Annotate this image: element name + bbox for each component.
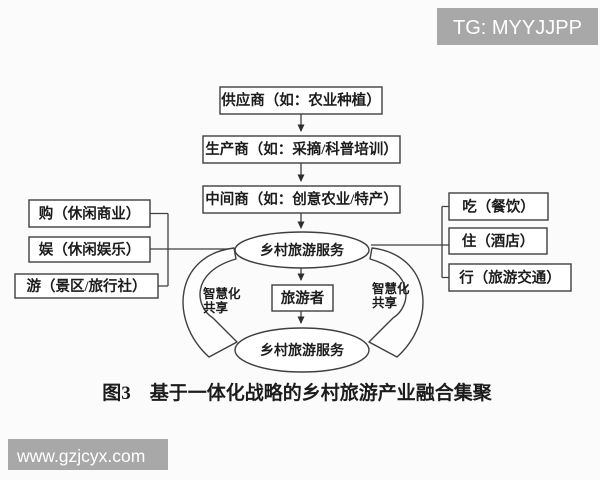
left-curved-arrow [182,247,238,358]
sightseeing-label: 游（景区/旅行社） [26,277,146,295]
right-curved-arrow [368,247,424,358]
smart-share-right-line1: 智慧化 [371,281,410,296]
top-service-label: 乡村旅游服务 [260,242,345,259]
shopping-label: 购（休闲商业） [39,205,141,223]
middleman-box: 中间商（如：创意农业/特产） [202,185,401,214]
entertainment-label: 娱（休闲娱乐） [39,241,141,259]
smart-share-right-line2: 共享 [372,295,398,310]
eat-box: 吃（餐饮） [448,192,549,221]
watermark-top-right: TG: MYYJJPP [437,8,598,45]
watermark-bottom-left-text: www.gzjcyx.com [16,446,145,466]
left-bracket-connector [150,212,235,287]
shopping-box: 购（休闲商业） [28,199,151,228]
watermark-bottom-left: www.gzjcyx.com [8,439,168,470]
middleman-label: 中间商（如：创意农业/特产） [205,190,398,208]
right-bracket-connector [371,205,449,279]
transport-box: 行（旅游交通） [448,263,572,292]
smart-share-left-line2: 共享 [203,300,229,315]
producer-box: 生产商（如：采摘/科普培训） [202,135,401,164]
smart-share-left-line1: 智慧化 [202,286,241,301]
producer-label: 生产商（如：采摘/科普培训） [205,140,398,158]
bottom-service-label: 乡村旅游服务 [260,342,345,359]
bottom-service-ellipse: 乡村旅游服务 [234,327,370,373]
smart-share-right-label: 智慧化 共享 [371,281,410,310]
top-service-ellipse: 乡村旅游服务 [234,231,370,269]
tourist-box: 旅游者 [271,284,334,312]
transport-label: 行（旅游交通） [458,269,561,287]
supplier-label: 供应商（如：农业种植） [220,91,381,109]
stay-box: 住（酒店） [448,227,548,255]
stay-label: 住（酒店） [462,232,535,250]
supplier-box: 供应商（如：农业种植） [219,86,383,115]
smart-share-left-label: 智慧化 共享 [202,286,241,315]
eat-label: 吃（餐饮） [462,198,535,216]
sightseeing-box: 游（景区/旅行社） [14,273,159,299]
figure-caption: 图3 基于一体化战略的乡村旅游产业融合集聚 [102,381,493,404]
watermark-top-right-text: TG: MYYJJPP [453,17,582,39]
entertainment-box: 娱（休闲娱乐） [28,236,151,263]
tourist-label: 旅游者 [281,289,325,307]
